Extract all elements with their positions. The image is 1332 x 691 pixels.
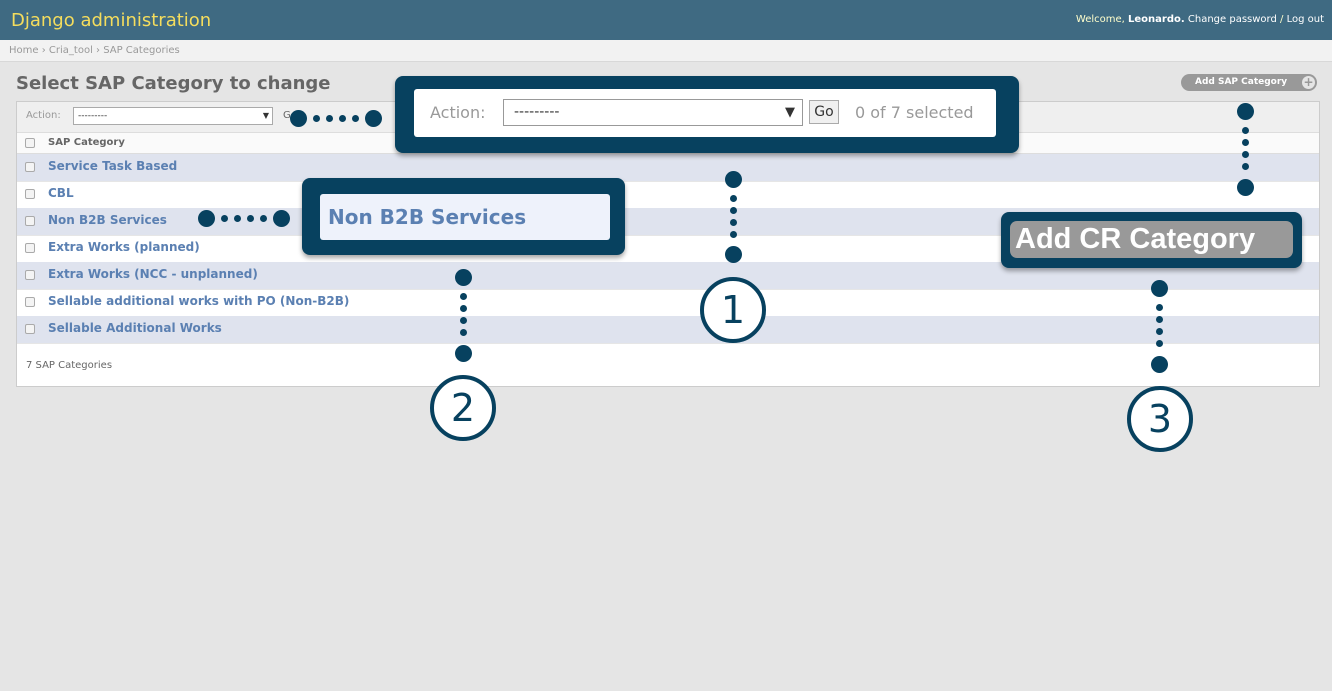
connector-dot xyxy=(273,210,290,227)
row-link[interactable]: Non B2B Services xyxy=(48,213,167,227)
username: Leonardo. xyxy=(1128,14,1185,25)
connector-dot xyxy=(730,231,737,238)
connector-dot xyxy=(1237,179,1254,196)
connector-dot xyxy=(455,345,472,362)
admin-header: Django administration Welcome, Leonardo.… xyxy=(0,0,1332,40)
connector-dot xyxy=(455,269,472,286)
breadcrumb-separator: › xyxy=(96,45,101,56)
breadcrumb-separator: › xyxy=(41,45,46,56)
row-checkbox[interactable] xyxy=(25,297,35,307)
callout-add-button-zoom: Add CR Category xyxy=(1001,212,1302,268)
row-checkbox[interactable] xyxy=(25,270,35,280)
connector-dot xyxy=(460,305,467,312)
table-row: CBL xyxy=(17,181,1319,209)
connector-dot xyxy=(260,215,267,222)
connector-dot xyxy=(1156,304,1163,311)
row-link[interactable]: Service Task Based xyxy=(48,159,178,173)
connector-dot xyxy=(460,293,467,300)
go-button[interactable]: Go xyxy=(283,110,297,121)
connector-dot xyxy=(326,115,333,122)
result-count: 7 SAP Categories xyxy=(26,360,113,371)
connector-dot xyxy=(313,115,320,122)
change-password-link[interactable]: Change password xyxy=(1187,14,1277,25)
connector-dot xyxy=(730,195,737,202)
plus-icon: + xyxy=(1302,75,1315,89)
connector-dot xyxy=(1242,139,1249,146)
connector-dot xyxy=(1156,316,1163,323)
row-link[interactable]: Sellable Additional Works xyxy=(48,321,222,335)
row-link[interactable]: Extra Works (planned) xyxy=(48,240,200,254)
callout-actions-zoom: Action: --------- ▼ Go 0 of 7 selected xyxy=(395,76,1019,153)
connector-dot xyxy=(730,219,737,226)
connector-dot xyxy=(725,246,742,263)
page-title: Select SAP Category to change xyxy=(16,73,331,94)
breadcrumb-app[interactable]: Cria_tool xyxy=(48,45,93,56)
connector-dot xyxy=(730,207,737,214)
step-number-3: 3 xyxy=(1127,386,1193,452)
callout-row-zoom: Non B2B Services xyxy=(302,178,625,255)
add-sap-category-button[interactable]: Add SAP Category + xyxy=(1181,74,1317,91)
zoomed-actions-bar: Action: --------- ▼ Go 0 of 7 selected xyxy=(414,89,996,137)
connector-dot xyxy=(198,210,215,227)
connector-dot xyxy=(290,110,307,127)
row-link[interactable]: CBL xyxy=(48,186,74,200)
row-link[interactable]: Sellable additional works with PO (Non-B… xyxy=(48,294,350,308)
column-header-sap-category[interactable]: SAP Category xyxy=(48,137,125,148)
zoomed-action-select: --------- ▼ xyxy=(503,99,803,126)
connector-dot xyxy=(1151,280,1168,297)
row-checkbox[interactable] xyxy=(25,162,35,172)
select-all-checkbox[interactable] xyxy=(25,138,35,148)
chevron-down-icon: ▼ xyxy=(262,111,269,120)
action-select[interactable]: --------- ▼ xyxy=(73,107,273,125)
connector-dot xyxy=(247,215,254,222)
table-row: Sellable Additional Works xyxy=(17,316,1319,344)
breadcrumb-home[interactable]: Home xyxy=(9,45,39,56)
zoomed-action-label: Action: xyxy=(430,103,486,122)
step-number-2: 2 xyxy=(430,375,496,441)
zoomed-row-link: Non B2B Services xyxy=(320,194,610,240)
zoomed-add-button: Add CR Category xyxy=(1010,221,1293,258)
connector-dot xyxy=(1156,340,1163,347)
row-link[interactable]: Extra Works (NCC - unplanned) xyxy=(48,267,258,281)
chevron-down-icon: ▼ xyxy=(785,105,795,120)
logout-link[interactable]: Log out xyxy=(1286,14,1324,25)
site-branding[interactable]: Django administration xyxy=(11,10,212,31)
step-number-1: 1 xyxy=(700,277,766,343)
user-tools-separator: / xyxy=(1280,14,1284,25)
connector-dot xyxy=(1151,356,1168,373)
row-checkbox[interactable] xyxy=(25,243,35,253)
breadcrumb-current: SAP Categories xyxy=(103,45,180,56)
add-button-label: Add SAP Category xyxy=(1195,77,1288,87)
zoomed-go-button: Go xyxy=(809,100,839,124)
connector-dot xyxy=(352,115,359,122)
row-checkbox[interactable] xyxy=(25,324,35,334)
zoomed-selection-counter: 0 of 7 selected xyxy=(855,103,974,122)
action-select-value: --------- xyxy=(78,111,108,121)
connector-dot xyxy=(1242,151,1249,158)
connector-dot xyxy=(460,317,467,324)
connector-dot xyxy=(1242,163,1249,170)
welcome-text: Welcome, xyxy=(1075,14,1125,25)
row-checkbox[interactable] xyxy=(25,189,35,199)
connector-dot xyxy=(460,329,467,336)
breadcrumb: Home › Cria_tool › SAP Categories xyxy=(0,40,1332,62)
connector-dot xyxy=(221,215,228,222)
table-row: Sellable additional works with PO (Non-B… xyxy=(17,289,1319,317)
connector-dot xyxy=(339,115,346,122)
connector-dot xyxy=(1242,127,1249,134)
connector-dot xyxy=(365,110,382,127)
action-label: Action: xyxy=(26,110,61,121)
connector-dot xyxy=(725,171,742,188)
connector-dot xyxy=(234,215,241,222)
connector-dot xyxy=(1156,328,1163,335)
zoomed-action-select-value: --------- xyxy=(514,104,560,120)
row-checkbox[interactable] xyxy=(25,216,35,226)
user-tools: Welcome, Leonardo. Change password / Log… xyxy=(1076,14,1324,25)
table-row: Service Task Based xyxy=(17,154,1319,182)
connector-dot xyxy=(1237,103,1254,120)
